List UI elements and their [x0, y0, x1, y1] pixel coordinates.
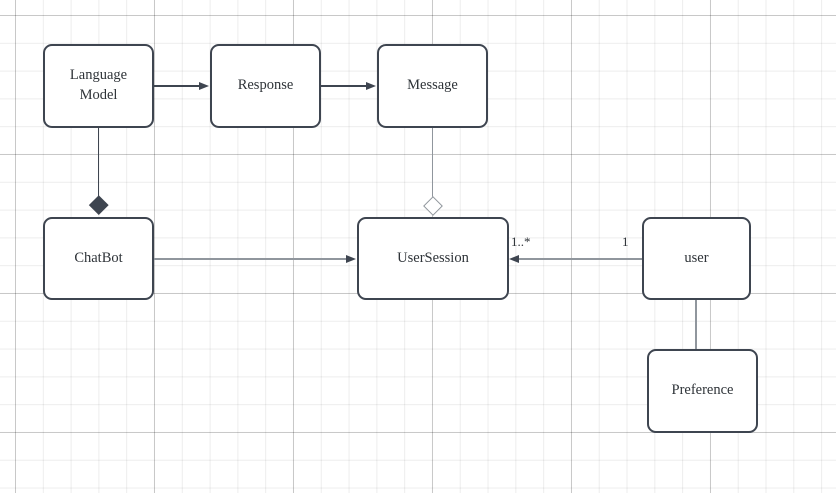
edge-line — [695, 300, 697, 349]
multiplicity-label-user[interactable]: 1 — [622, 234, 629, 249]
arrowhead-icon — [199, 81, 209, 90]
class-node-usersession[interactable]: UserSession — [357, 217, 509, 300]
node-label: UserSession — [397, 249, 469, 266]
class-node-preference[interactable]: Preference — [647, 349, 758, 433]
class-node-chatbot[interactable]: ChatBot — [43, 217, 154, 300]
composition-diamond-icon — [89, 195, 109, 215]
multiplicity-label-usersession[interactable]: 1..* — [511, 234, 531, 249]
arrowhead-icon — [366, 81, 376, 90]
node-label: ChatBot — [74, 249, 123, 266]
arrowhead-icon — [509, 254, 519, 263]
arrowhead-icon — [346, 254, 356, 263]
class-node-language-model[interactable]: Language Model — [43, 44, 154, 128]
node-label: Response — [237, 77, 294, 94]
edge-line — [321, 85, 368, 87]
edge-line — [517, 258, 642, 260]
node-label: user — [684, 249, 709, 266]
edge-line — [431, 128, 434, 198]
aggregation-diamond-icon — [422, 195, 443, 216]
node-label: Message — [407, 77, 458, 94]
edge-line — [154, 85, 201, 87]
edge-line — [97, 128, 100, 198]
node-label: Language Model — [69, 67, 128, 103]
class-node-user[interactable]: user — [642, 217, 751, 300]
node-label: Preference — [671, 382, 734, 399]
class-node-message[interactable]: Message — [377, 44, 488, 128]
edge-line — [154, 258, 347, 260]
class-node-response[interactable]: Response — [210, 44, 321, 128]
